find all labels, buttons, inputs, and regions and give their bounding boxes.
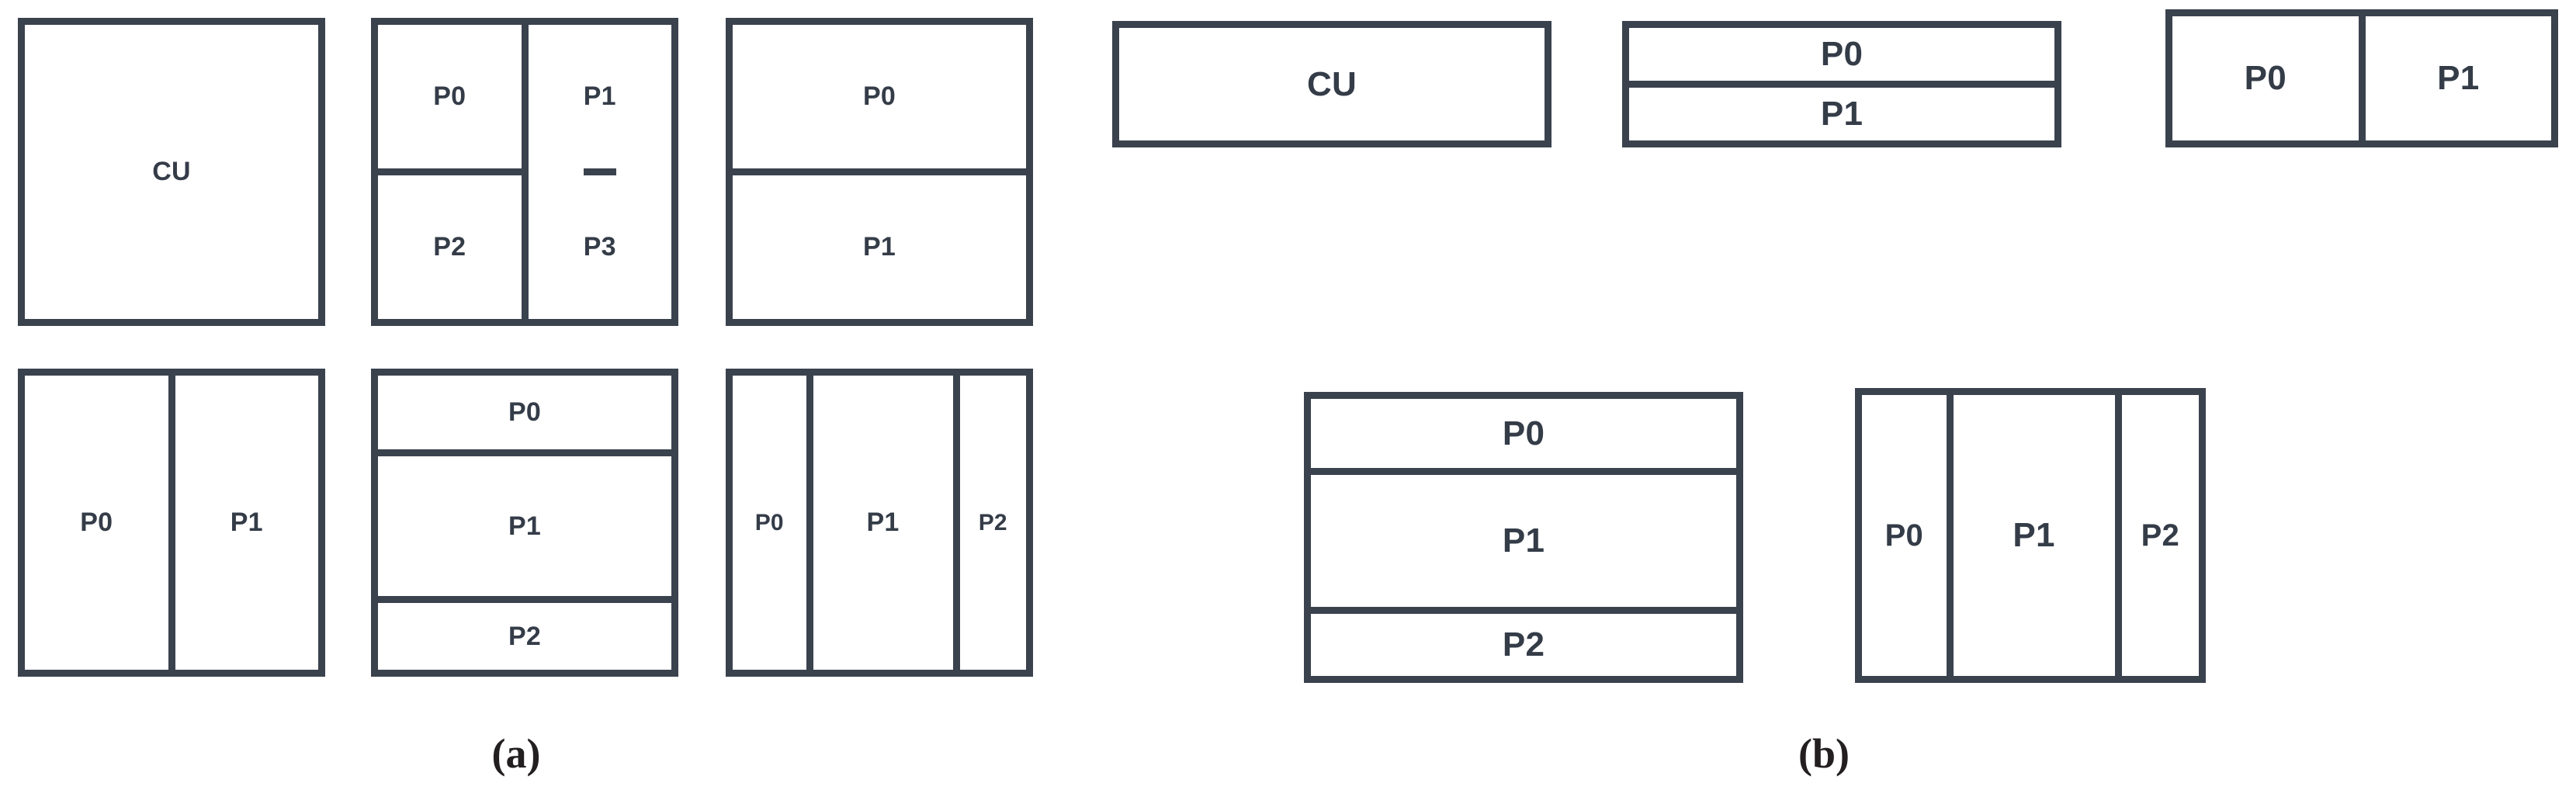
partition-diagram-b-horizontal-half: P0 P1 — [1622, 21, 2061, 147]
partition-cell-label: P1 — [378, 449, 671, 597]
partition-cell-label: P1 — [168, 376, 318, 670]
partition-cell-label: P1 — [583, 25, 616, 168]
partition-cell-label: P0 — [1311, 399, 1736, 469]
partition-cell-label: P0 — [733, 25, 1026, 168]
partition-cell-label: P1 — [1629, 81, 2054, 140]
partition-cell-label: P3 — [583, 168, 616, 319]
partition-cell-label: P2 — [952, 376, 1026, 670]
partition-cell-label: P2 — [378, 168, 522, 319]
partition-diagram-a-quad-split: P0 P2 P1 P3 — [371, 18, 678, 326]
partition-cell-label: P2 — [2114, 395, 2199, 676]
partition-diagram-b-vertical-half: P0 P1 — [2165, 9, 2558, 147]
partition-cell-label: P0 — [1862, 395, 1947, 676]
partition-diagram-a-vertical-triple: P0 P1 P2 — [726, 369, 1033, 677]
partition-cell-label: CU — [25, 25, 318, 319]
panel-caption-b: (b) — [1798, 730, 1850, 777]
partition-cell-label: P0 — [378, 376, 671, 449]
partition-diagram-a-cu-whole: CU — [18, 18, 325, 326]
partition-diagram-b-cu-whole: CU — [1112, 21, 1551, 147]
partition-cell-label: P0 — [733, 376, 806, 670]
partition-diagram-a-vertical-half: P0 P1 — [18, 369, 325, 677]
partition-diagram-a-horizontal-triple: P0 P1 P2 — [371, 369, 678, 677]
partition-cell-label: P0 — [378, 25, 522, 168]
partition-cell-label: P0 — [25, 376, 168, 670]
partition-cell-label: P0 — [2172, 16, 2359, 140]
partition-column-right: P1 P3 — [521, 25, 671, 319]
partition-cell-label: CU — [1119, 28, 1545, 140]
partition-cell-label: P1 — [2358, 16, 2551, 140]
partition-cell-label: P1 — [806, 376, 953, 670]
partition-cell-label: P2 — [1311, 606, 1736, 676]
partition-cell-label: P1 — [733, 168, 1026, 319]
partition-cell-label: P1 — [1946, 395, 2115, 676]
partition-diagram-a-horizontal-half: P0 P1 — [726, 18, 1033, 326]
partition-diagram-b-horizontal-triple: P0 P1 P2 — [1304, 392, 1743, 683]
partition-diagram-b-vertical-triple: P0 P1 P2 — [1855, 388, 2206, 683]
partition-cell-label: P1 — [1311, 468, 1736, 607]
partition-cell-label: P0 — [1629, 28, 2054, 81]
partition-cell-label: P2 — [378, 596, 671, 670]
panel-caption-a: (a) — [491, 730, 541, 777]
partition-column-left: P0 P2 — [378, 25, 522, 319]
